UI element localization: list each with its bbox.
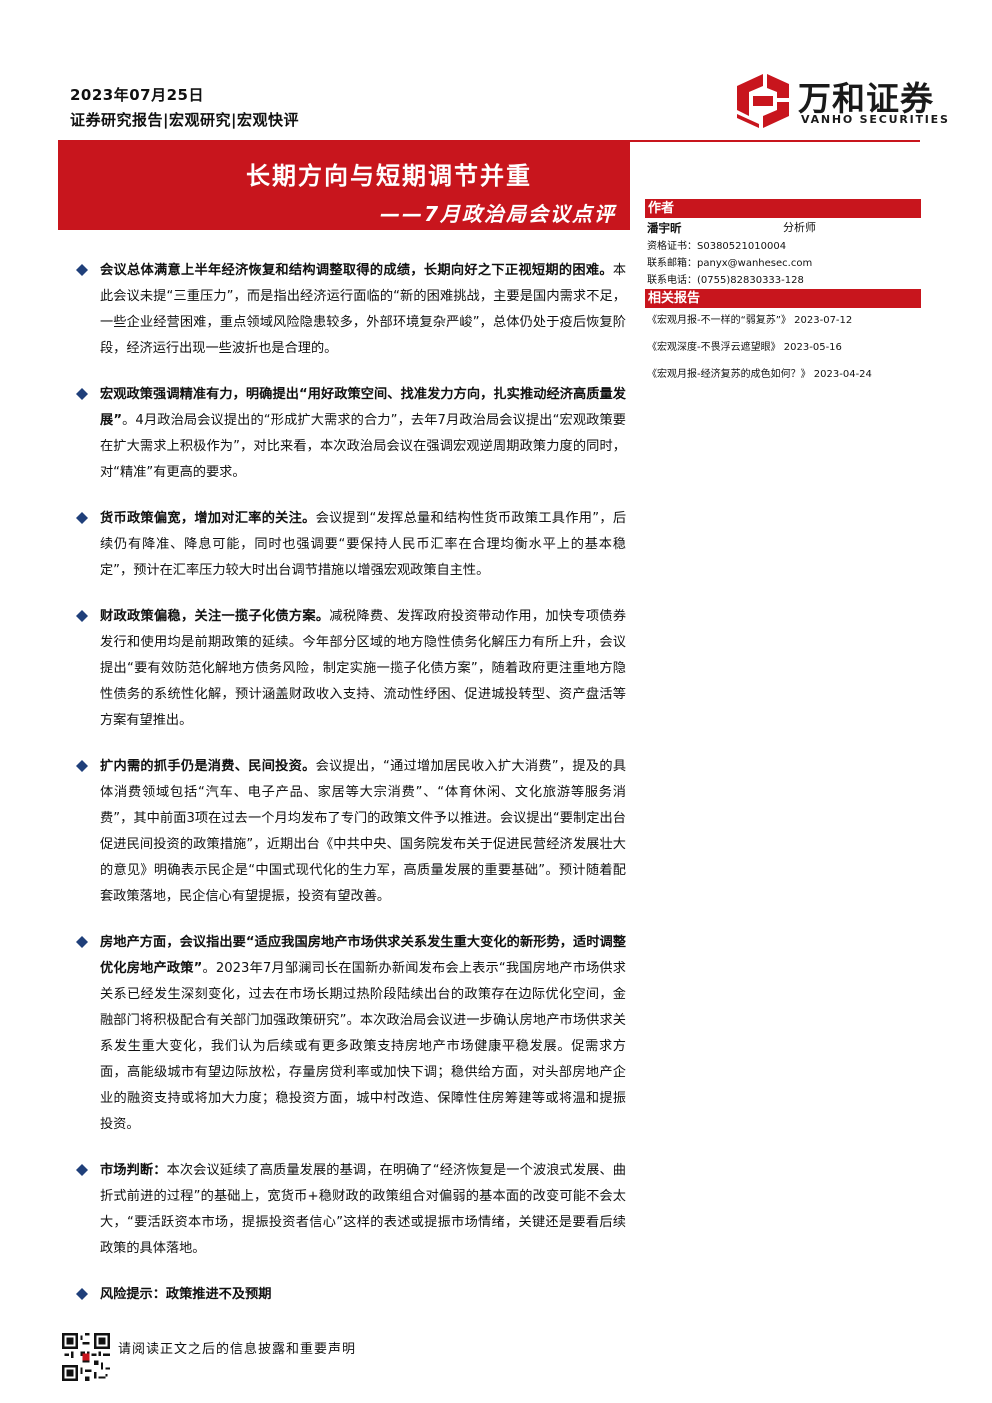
related-report-link[interactable]: 《宏观深度-不畏浮云遮望眼》 2023-05-16 (647, 342, 842, 353)
report-title: 长期方向与短期调节并重 (246, 162, 532, 190)
bullet-key-point: 扩内需的抓手仍是消费、民间投资。 (100, 759, 316, 774)
bullet-item: 宏观政策强调精准有力，明确提出“用好政策空间、找准发力方向，扎实推动经济高质量发… (70, 382, 626, 486)
footer: 请阅读正文之后的信息披露和重要声明 (62, 1333, 482, 1383)
bullet-paragraph: 房地产方面，会议指出要“适应我国房地产市场供求关系发生重大变化的新形势，适时调整… (100, 930, 626, 1138)
disclaimer-notice: 请阅读正文之后的信息披露和重要声明 (118, 1342, 357, 1357)
bullet-key-point: 会议总体满意上半年经济恢复和结构调整取得的成绩，长期向好之下正视短期的困难。 (100, 263, 613, 278)
report-subtitle: ——7月政治局会议点评 (380, 202, 616, 226)
vanho-logo-icon (737, 74, 789, 128)
related-report-link[interactable]: 《宏观月报-不一样的“弱复苏”》 2023-07-12 (647, 315, 853, 326)
bullet-item: 房地产方面，会议指出要“适应我国房地产市场供求关系发生重大变化的新形势，适时调整… (70, 930, 626, 1138)
report-date: 2023年07月25日 (70, 86, 204, 104)
bullet-detail: 减税降费、发挥政府投资带动作用，加快专项债券发行和使用均是前期政策的延续。今年部… (100, 609, 627, 728)
bullet-paragraph: 会议总体满意上半年经济恢复和结构调整取得的成绩，长期向好之下正视短期的困难。本此… (100, 258, 626, 362)
company-logo: 万和证券 VANHO SECURITIES (733, 72, 948, 132)
author-heading: 作者 (645, 199, 921, 218)
author-row: 潘宇昕 分析师 (645, 218, 921, 238)
report-category: 证券研究报告|宏观研究|宏观快评 (70, 111, 299, 129)
bullet-paragraph: 货币政策偏宽，增加对汇率的关注。会议提到“发挥总量和结构性货币政策工具作用”，后… (100, 506, 626, 584)
logo-english-name: VANHO SECURITIES (801, 113, 950, 126)
bullet-paragraph: 财政政策偏稳，关注一揽子化债方案。减税降费、发挥政府投资带动作用，加快专项债券发… (100, 604, 626, 734)
diamond-bullet-icon (76, 1288, 88, 1300)
sidebar: 作者 潘宇昕 分析师 资格证书：S0380521010004 联系邮箱：pany… (645, 199, 921, 393)
bullet-detail: 本此会议未提“三重压力”，而是指出经济运行面临的“新的困难挑战，主要是国内需求不… (100, 263, 626, 356)
bullet-item: 扩内需的抓手仍是消费、民间投资。会议提出，“通过增加居民收入扩大消费”，提及的具… (70, 754, 626, 910)
bullet-paragraph: 市场判断：本次会议延续了高质量发展的基调，在明确了“经济恢复是一个波浪式发展、曲… (100, 1158, 626, 1262)
logo-name: 万和证券 (798, 79, 934, 118)
diamond-bullet-icon (76, 388, 88, 400)
diamond-bullet-icon (76, 936, 88, 948)
bullet-item: 财政政策偏稳，关注一揽子化债方案。减税降费、发挥政府投资带动作用，加快专项债券发… (70, 604, 626, 734)
bullet-item: 市场判断：本次会议延续了高质量发展的基调，在明确了“经济恢复是一个波浪式发展、曲… (70, 1158, 626, 1262)
bullet-detail: 会议提到“发挥总量和结构性货币政策工具作用”，后续仍有降准、降息可能，同时也强调… (100, 511, 627, 578)
bullet-item: 风险提示：政策推进不及预期 (70, 1282, 626, 1308)
diamond-bullet-icon (76, 610, 88, 622)
bullet-key-point: 房地产方面，会议指出要“适应我国房地产市场供求关系发生重大变化的新形势，适时调整… (100, 935, 626, 976)
bullet-key-point: 宏观政策强调精准有力，明确提出“用好政策空间、找准发力方向，扎实推动经济高质量发… (100, 387, 626, 428)
bullet-detail: 会议提出，“通过增加居民收入扩大消费”，提及的具体消费领域包括“汽车、电子产品、… (100, 759, 627, 904)
author-email[interactable]: 联系邮箱：panyx@wanhesec.com (647, 258, 813, 269)
related-reports-heading: 相关报告 (645, 289, 921, 308)
bullet-key-point: 市场判断： (100, 1163, 167, 1178)
bullet-paragraph: 扩内需的抓手仍是消费、民间投资。会议提出，“通过增加居民收入扩大消费”，提及的具… (100, 754, 626, 910)
bullet-item: 货币政策偏宽，增加对汇率的关注。会议提到“发挥总量和结构性货币政策工具作用”，后… (70, 506, 626, 584)
author-phone: 联系电话：(0755)82830333-128 (647, 275, 804, 286)
bullet-detail: 。4月政治局会议提出的“形成扩大需求的合力”，去年7月政治局会议提出“宏观政策要… (100, 413, 626, 480)
bullet-detail: 本次会议延续了高质量发展的基调，在明确了“经济恢复是一个波浪式发展、曲折式前进的… (100, 1163, 626, 1256)
related-reports-list: 《宏观月报-不一样的“弱复苏”》 2023-07-12 《宏观深度-不畏浮云遮望… (645, 312, 921, 383)
diamond-bullet-icon (76, 512, 88, 524)
author-name: 潘宇昕 (647, 221, 682, 235)
bullet-key-point: 风险提示：政策推进不及预期 (100, 1287, 272, 1302)
bullet-key-point: 货币政策偏宽，增加对汇率的关注。 (100, 511, 316, 526)
author-license: 资格证书：S0380521010004 (647, 241, 787, 252)
diamond-bullet-icon (76, 1164, 88, 1176)
qr-code-icon (62, 1333, 110, 1381)
bullet-key-point: 财政政策偏稳，关注一揽子化债方案。 (100, 609, 330, 624)
bullet-paragraph: 风险提示：政策推进不及预期 (100, 1282, 626, 1308)
main-content: 会议总体满意上半年经济恢复和结构调整取得的成绩，长期向好之下正视短期的困难。本此… (70, 258, 626, 1328)
diamond-bullet-icon (76, 264, 88, 276)
bullet-detail: 。2023年7月邹澜司长在国新办新闻发布会上表示“我国房地产市场供求关系已经发生… (100, 961, 626, 1132)
related-report-link[interactable]: 《宏观月报-经济复苏的成色如何？》 2023-04-24 (647, 369, 872, 380)
title-banner: 长期方向与短期调节并重 ——7月政治局会议点评 (58, 140, 630, 230)
author-role: 分析师 (783, 221, 816, 234)
bullet-paragraph: 宏观政策强调精准有力，明确提出“用好政策空间、找准发力方向，扎实推动经济高质量发… (100, 382, 626, 486)
diamond-bullet-icon (76, 760, 88, 772)
bullet-item: 会议总体满意上半年经济恢复和结构调整取得的成绩，长期向好之下正视短期的困难。本此… (70, 258, 626, 362)
